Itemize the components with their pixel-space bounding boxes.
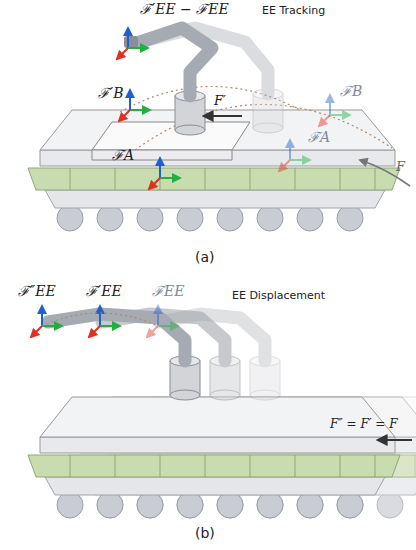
force-label: F″ = F′ = F bbox=[330, 418, 398, 431]
force-label: F′ bbox=[214, 94, 226, 108]
robot-arm bbox=[124, 28, 212, 135]
subfigure-label: (a) bbox=[195, 250, 215, 265]
previous-arm bbox=[140, 28, 283, 133]
panel-title: EE Displacement bbox=[232, 290, 325, 302]
force-arrow bbox=[360, 160, 410, 186]
frame-label: ℱEE bbox=[152, 284, 184, 299]
frame-label: ℱB bbox=[340, 84, 362, 99]
frame-label: ℱA bbox=[112, 148, 134, 163]
frame-label: ℱ′EE − ℱEE bbox=[140, 2, 229, 17]
force-arrow bbox=[378, 439, 412, 441]
force-label: F bbox=[396, 160, 405, 174]
frame-label: ℱ″EE bbox=[18, 284, 56, 299]
subfigure-label: (b) bbox=[195, 526, 215, 541]
frame-label: ℱ′EE bbox=[86, 284, 122, 299]
frame-label: ℱ′B bbox=[98, 86, 123, 101]
motion-path bbox=[42, 313, 158, 326]
end-effector bbox=[124, 36, 138, 48]
frame-label: ℱA bbox=[308, 130, 330, 145]
force-arrow bbox=[204, 115, 242, 117]
panel-title: EE Tracking bbox=[262, 5, 325, 17]
mobile-base bbox=[28, 110, 400, 231]
